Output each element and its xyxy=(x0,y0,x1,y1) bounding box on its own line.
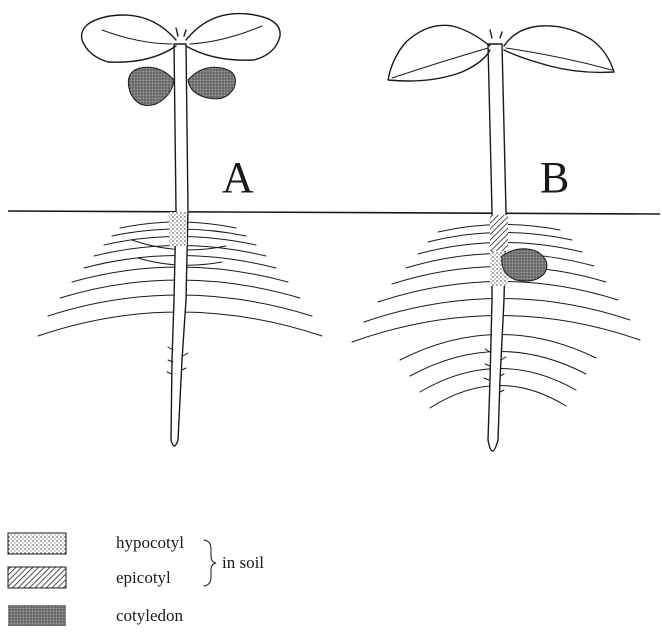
legend-bracket-text: in soil xyxy=(222,553,264,572)
leaf-a-right xyxy=(186,14,280,61)
legend-label-cotyledon: cotyledon xyxy=(116,606,184,625)
legend-swatch-hypocotyl xyxy=(8,533,66,554)
cotyledon-a-right xyxy=(188,67,236,99)
legend: hypocotyl epicotyl cotyledon in soil xyxy=(8,533,264,626)
soil-surface-line xyxy=(8,211,660,214)
leaf-b-left xyxy=(388,25,490,81)
legend-bracket-brace xyxy=(204,540,216,586)
epicotyl-region-b xyxy=(490,215,508,251)
leaf-b-right xyxy=(504,26,614,73)
cotyledon-b xyxy=(502,249,547,281)
hypocotyl-region-a xyxy=(169,212,187,246)
seedling-b-label: B xyxy=(540,153,569,202)
seedling-a: A xyxy=(38,14,322,446)
cotyledon-a-left xyxy=(128,67,174,105)
legend-label-hypocotyl: hypocotyl xyxy=(116,533,184,552)
legend-swatch-epicotyl xyxy=(8,567,66,588)
legend-label-epicotyl: epicotyl xyxy=(116,568,171,587)
seedling-a-label: A xyxy=(222,153,254,202)
legend-swatch-cotyledon xyxy=(8,605,66,626)
seedling-b: B xyxy=(352,25,640,451)
